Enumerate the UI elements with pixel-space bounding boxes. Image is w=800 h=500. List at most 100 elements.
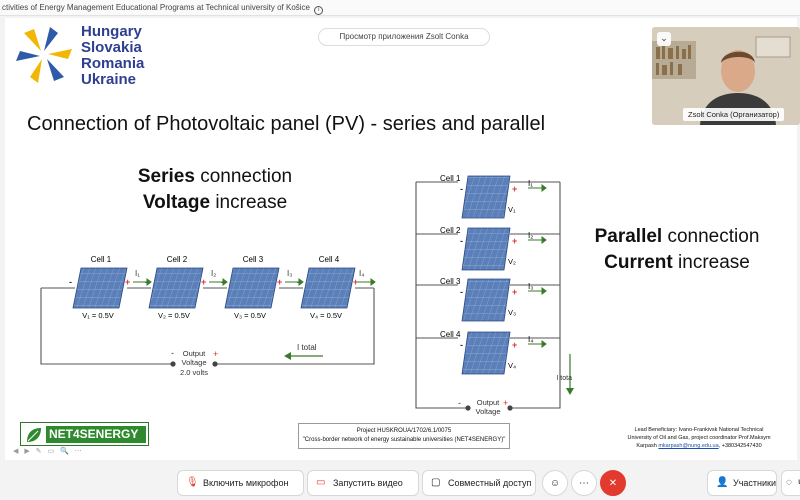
logo-line: Romania [81,55,145,72]
presenter-video[interactable]: ⌄ Zsolt Conka (Организатор) [652,27,800,125]
series-cell: Cell 2 V₂ = 0.5V [148,255,204,320]
project-code: Project HUSKROUA/1702/6.1/0075 [356,428,452,434]
current-label: I₃ [287,269,292,278]
unmute-mic-button[interactable]: 🎙 Включить микрофон [177,470,304,496]
parallel-connection-diagram: Cell 1 V₁ I₁ Cell 2 V₂ I₂ Cell 3 V₃ I₃ C… [415,174,574,416]
cell-voltage: V₂ = 0.5V [158,311,190,320]
minus-sign: - [69,277,72,287]
current-label: I₂ [211,269,216,278]
chat-icon: ◌ [786,477,792,488]
cell-label: Cell 4 [440,330,461,339]
terminal-dot [170,361,176,367]
output-label: Output [477,398,500,407]
window-title-bar: ctivities of Energy Management Education… [0,0,800,16]
plus-sign: + [512,287,517,297]
end-call-button[interactable]: ✕ [600,470,626,496]
total-current-arrow: I total [284,343,323,360]
plus-sign: + [512,340,517,350]
participants-button[interactable]: 👤 Участники [707,470,777,496]
parallel-cell: Cell 2 V₂ I₂ [440,226,533,271]
viewing-app-banner[interactable]: Просмотр приложения Zsolt Conka [318,28,490,46]
logo-line: Slovakia [81,39,142,56]
info-icon[interactable]: i [314,6,324,15]
cell-voltage: V₄ = 0.5V [310,311,342,320]
plus-sign: + [277,277,282,287]
parallel-cell: Cell 4 V₄ I₄ [440,330,534,375]
meeting-controls-bar: 🎙 Включить микрофон ▭ Запустить видео ▢ … [0,462,800,500]
more-options-button[interactable]: ⋯ [571,470,597,496]
share-screen-button[interactable]: ▢ Совместный доступ [422,470,536,496]
microphone-muted-icon: 🎙 [186,477,199,488]
contact-email-link[interactable]: mkarpash@nung.edu.ua [658,443,719,449]
beneficiary-phone: , +380342547430 [718,443,762,449]
parallel-strong-2: Current [604,252,673,273]
plus-sign: + [353,277,358,287]
series-cell: Cell 3 V₃ = 0.5V [224,255,280,320]
series-rest-2: increase [210,192,288,213]
cell-label: Cell 4 [319,255,340,264]
series-connection-diagram: Cell 1 V₁ = 0.5V Cell 2 V₂ = 0.5V Cell 3… [40,255,376,377]
chat-label: Ча [798,478,800,488]
logo-petal [44,27,58,51]
cell-voltage: V₁ [508,205,516,214]
collapse-video-button[interactable]: ⌄ [657,32,671,46]
project-title: "Cross-border network of energy sustaina… [302,437,506,443]
series-cell: Cell 4 V₄ = 0.5V [300,255,356,320]
cell-voltage: V₁ = 0.5V [82,311,114,320]
series-cell: Cell 1 V₁ = 0.5V [72,255,128,320]
total-current-arrow: I tota [556,354,574,395]
chat-button[interactable]: ◌ Ча [781,470,800,496]
cell-voltage: V₃ [508,308,516,317]
share-screen-label: Совместный доступ [448,478,532,488]
minus-sign: - [460,236,463,246]
minus-sign: - [171,348,174,358]
participants-label: Участники [733,478,776,488]
cell-label: Cell 2 [440,226,461,235]
consortium-logo-text: Hungary Slovakia Romania Ukraine [81,24,144,88]
current-label: I₂ [528,231,533,240]
parallel-heading: Parallel connection Current increase [572,224,782,276]
current-label: I₁ [528,179,533,188]
parallel-rest-1: connection [662,226,760,247]
output-label: Voltage [181,358,206,367]
minus-sign: - [458,398,461,408]
participants-icon: 👤 [716,477,729,488]
consortium-star-logo [16,27,72,83]
reactions-button[interactable]: ☺ [542,470,568,496]
slide-mini-controls[interactable]: ◀ ▶ ✎ ▭ 🔍 ⋯ [13,448,84,455]
current-label: I₃ [528,282,533,291]
plus-sign: + [201,277,206,287]
parallel-cell: Cell 3 V₃ I₃ [440,277,533,322]
cell-voltage: V₄ [508,361,516,370]
logo-petal [24,29,41,51]
current-label: I₄ [359,269,365,278]
share-screen-icon: ▢ [431,477,441,488]
cell-label: Cell 2 [167,255,188,264]
leaf-icon [27,428,41,442]
cell-label: Cell 3 [243,255,264,264]
series-strong-1: Series [137,166,195,187]
plus-sign: + [503,398,508,408]
minus-sign: - [460,340,463,350]
smiley-icon: ☺ [549,478,561,489]
minus-sign: - [460,184,463,194]
beneficiary-line: Lead Beneficiary: Ivano-Frankivsk Nation… [634,427,764,433]
project-info-box: Project HUSKROUA/1702/6.1/0075 "Cross-bo… [298,423,510,449]
cell-voltage: V₂ [508,257,516,266]
cell-label: Cell 1 [440,174,461,183]
total-current-label: I tota [556,375,572,382]
series-heading: Series connection Voltage increase [105,164,325,216]
presenter-name-tag: Zsolt Conka (Организатор) [683,108,785,121]
parallel-rest-2: increase [672,252,750,273]
cell-voltage: V₃ = 0.5V [234,311,266,320]
logo-petal [16,51,40,61]
logo-petal [47,59,64,81]
close-icon: ✕ [608,478,618,489]
brand-name: NET4SENERGY [46,426,146,443]
start-video-button[interactable]: ▭ Запустить видео [307,470,419,496]
series-strong-2: Voltage [142,192,211,213]
cell-label: Cell 1 [91,255,112,264]
cell-label: Cell 3 [440,277,461,286]
output-label: Output [183,349,206,358]
lead-beneficiary-info: Lead Beneficiary: Ivano-Frankivsk Nation… [609,426,789,450]
